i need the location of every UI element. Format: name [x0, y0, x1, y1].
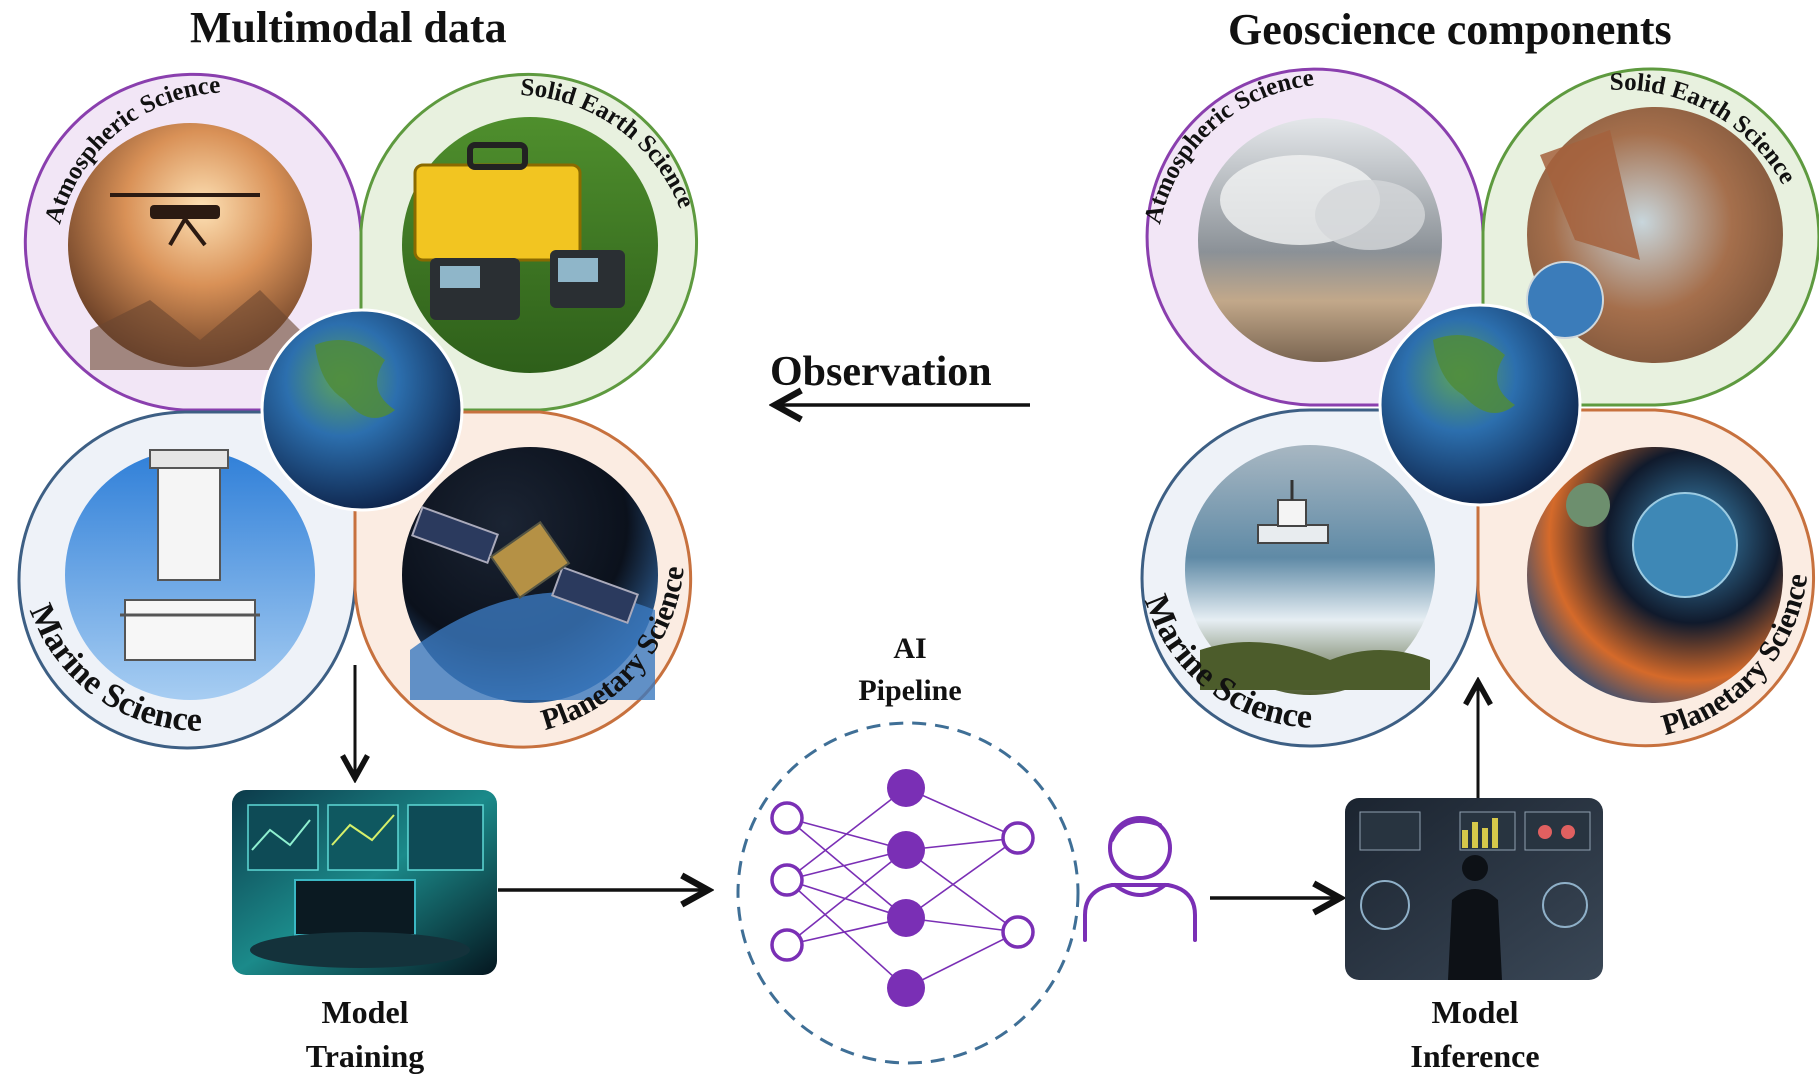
satellite-image [402, 447, 658, 703]
drone-sunset-image [68, 123, 312, 370]
rock-planet-image [1526, 107, 1783, 363]
model-training-line1: Model [321, 994, 409, 1030]
model-inference-line1: Model [1431, 994, 1519, 1030]
neural-network-icon [786, 787, 1019, 989]
hidden-node [887, 769, 925, 807]
output-node [1001, 821, 1035, 855]
user-icon [1083, 816, 1197, 942]
ai-pipeline-label: AI Pipeline [830, 628, 990, 712]
storm-clouds-image [1198, 118, 1442, 362]
hidden-node [887, 831, 925, 869]
input-node [770, 801, 804, 835]
hidden-node [887, 899, 925, 937]
model-inference-label: Model Inference [1375, 990, 1575, 1078]
output-node [1001, 915, 1035, 949]
left-multimodal-cluster: Atmospheric Science Solid Earth Science … [17, 72, 700, 750]
model-training-image [232, 790, 497, 975]
right-panel-title: Geoscience components [1228, 5, 1672, 54]
left-panel-title: Multimodal data [190, 3, 507, 52]
network-nodes [770, 769, 1035, 1007]
input-node [770, 928, 804, 962]
ai-pipeline-dashed-circle [736, 721, 1080, 1065]
model-inference-line2: Inference [1410, 1038, 1540, 1074]
model-training-label: Model Training [265, 990, 465, 1078]
ai-pipeline-line1: AI [893, 632, 927, 665]
hidden-node [887, 969, 925, 1007]
ship-ocean-image [1185, 445, 1435, 695]
model-inference-image [1345, 798, 1603, 980]
model-training-line2: Training [305, 1038, 425, 1074]
field-instruments-image [402, 117, 658, 373]
lighthouse-image [65, 449, 315, 700]
observation-label: Observation [770, 349, 992, 395]
planets-image [1527, 447, 1783, 703]
right-geoscience-cluster: Atmospheric Science Solid Earth Science … [1137, 64, 1819, 748]
ai-pipeline-line2: Pipeline [858, 674, 962, 707]
input-node [770, 863, 804, 897]
